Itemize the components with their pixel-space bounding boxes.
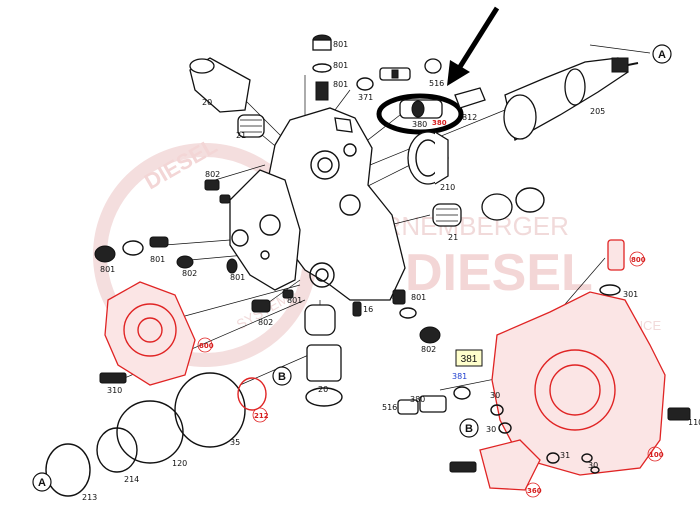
label-20: 20: [202, 98, 212, 107]
label-35: 35: [230, 438, 240, 447]
spring-top: [237, 114, 265, 138]
label-516: 516: [429, 79, 444, 88]
label-801: 801: [100, 265, 115, 274]
label-516: 516: [382, 403, 397, 412]
label-205: 205: [590, 107, 605, 116]
cylinder-head-part: [189, 57, 251, 113]
spring-21: [432, 203, 462, 227]
label-802: 802: [182, 269, 197, 278]
label-red-800: 800: [631, 256, 646, 264]
label-801: 801: [230, 273, 245, 282]
label-30: 30: [588, 461, 598, 470]
reference-b-right: B: [459, 418, 479, 438]
lower-left-rings: [45, 372, 267, 497]
right-housing-red: [449, 239, 691, 491]
pressure-valve-parts: [397, 386, 600, 474]
label-120: 120: [172, 459, 187, 468]
label-red-380: 380: [432, 119, 447, 127]
watermark-text-3: DIESEL: [405, 244, 593, 302]
label-red-360: 360: [527, 487, 542, 495]
drive-shaft: [503, 57, 639, 141]
label-301: 301: [623, 290, 638, 299]
label-801: 801: [333, 80, 348, 89]
label-210: 210: [440, 183, 455, 192]
label-213: 213: [82, 493, 97, 502]
label-310: 310: [107, 386, 122, 395]
label-31: 31: [560, 451, 570, 460]
label-801: 801: [411, 293, 426, 302]
label-380: 380: [410, 395, 425, 404]
label-214: 214: [124, 475, 139, 484]
label-801: 801: [150, 255, 165, 264]
label-20: 20: [318, 385, 328, 394]
left-cover-red: [104, 281, 196, 386]
label-371: 371: [358, 93, 373, 102]
svg-text:A: A: [38, 477, 46, 489]
bearing-210: [407, 131, 449, 185]
cam-ring: [481, 187, 545, 221]
reference-a-top: A: [652, 44, 672, 64]
label-802: 802: [258, 318, 273, 327]
left-fittings: [94, 179, 441, 344]
piston-20: [304, 304, 343, 407]
label-801: 801: [333, 61, 348, 70]
reference-b-left: B: [272, 366, 292, 386]
label-21: 21: [448, 233, 458, 242]
label-812: 812: [462, 113, 477, 122]
label-21: 21: [236, 131, 246, 140]
label-802: 802: [205, 170, 220, 179]
part-381-callout: 381: [455, 349, 483, 367]
part-381-box-label: 381: [461, 354, 478, 365]
top-cap-stack: [312, 34, 332, 101]
highlight-ellipse: [376, 93, 464, 135]
rear-plate: [229, 169, 301, 291]
label-red-800: 800: [199, 342, 214, 350]
svg-text:B: B: [465, 423, 473, 435]
label-802: 802: [421, 345, 436, 354]
red-part-labels: 380 212 800 800 100 360: [197, 119, 664, 498]
label-red-212: 212: [254, 412, 269, 420]
label-801: 801: [287, 296, 302, 305]
valve-assembly-top: [356, 58, 486, 119]
label-380: 380: [412, 120, 427, 129]
svg-text:B: B: [278, 371, 286, 383]
reference-a-bottom: A: [32, 472, 52, 492]
label-110: 110: [688, 418, 700, 427]
pointer-arrow: [447, 6, 500, 86]
label-red-100: 100: [649, 451, 664, 459]
svg-text:A: A: [658, 49, 666, 61]
label-30: 30: [486, 425, 496, 434]
part-labels: 801 801 801 371 516 380 812 205 20 21 21…: [82, 40, 700, 502]
label-16: 16: [363, 305, 373, 314]
label-30: 30: [490, 391, 500, 400]
label-801: 801: [333, 40, 348, 49]
label-381: 381: [452, 372, 467, 381]
